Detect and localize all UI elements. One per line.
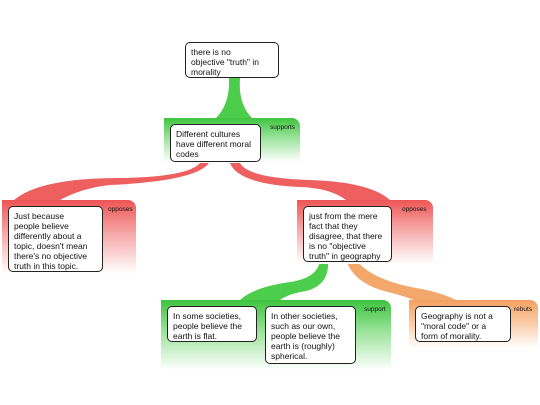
connector-opposes-right [230, 163, 390, 200]
tag-opposes-right: opposes [402, 206, 427, 213]
connector-opposes-left [14, 163, 209, 200]
tag-supports: supports [270, 124, 295, 131]
objection2-node[interactable]: just from the mere fact that they disagr… [303, 206, 392, 262]
tag-opposes-left: opposes [108, 206, 133, 213]
connector-support [240, 260, 329, 300]
objection1-node[interactable]: Just because people believe differently … [8, 206, 103, 272]
connector-claim-support [216, 78, 252, 118]
claim-node[interactable]: there is no objective "truth" in moralit… [185, 42, 279, 78]
cultures-node[interactable]: Different cultures have different moral … [170, 124, 261, 162]
tag-support: support [364, 306, 386, 313]
flat-node[interactable]: In some societies, people believe the ea… [167, 306, 257, 342]
tag-rebuts: rebuts [514, 306, 533, 313]
connector-rebuts [346, 260, 456, 300]
geography-node[interactable]: Geography is not a "moral code" or a for… [415, 306, 511, 342]
spherical-node[interactable]: In other societies, such as our own, peo… [265, 306, 356, 364]
